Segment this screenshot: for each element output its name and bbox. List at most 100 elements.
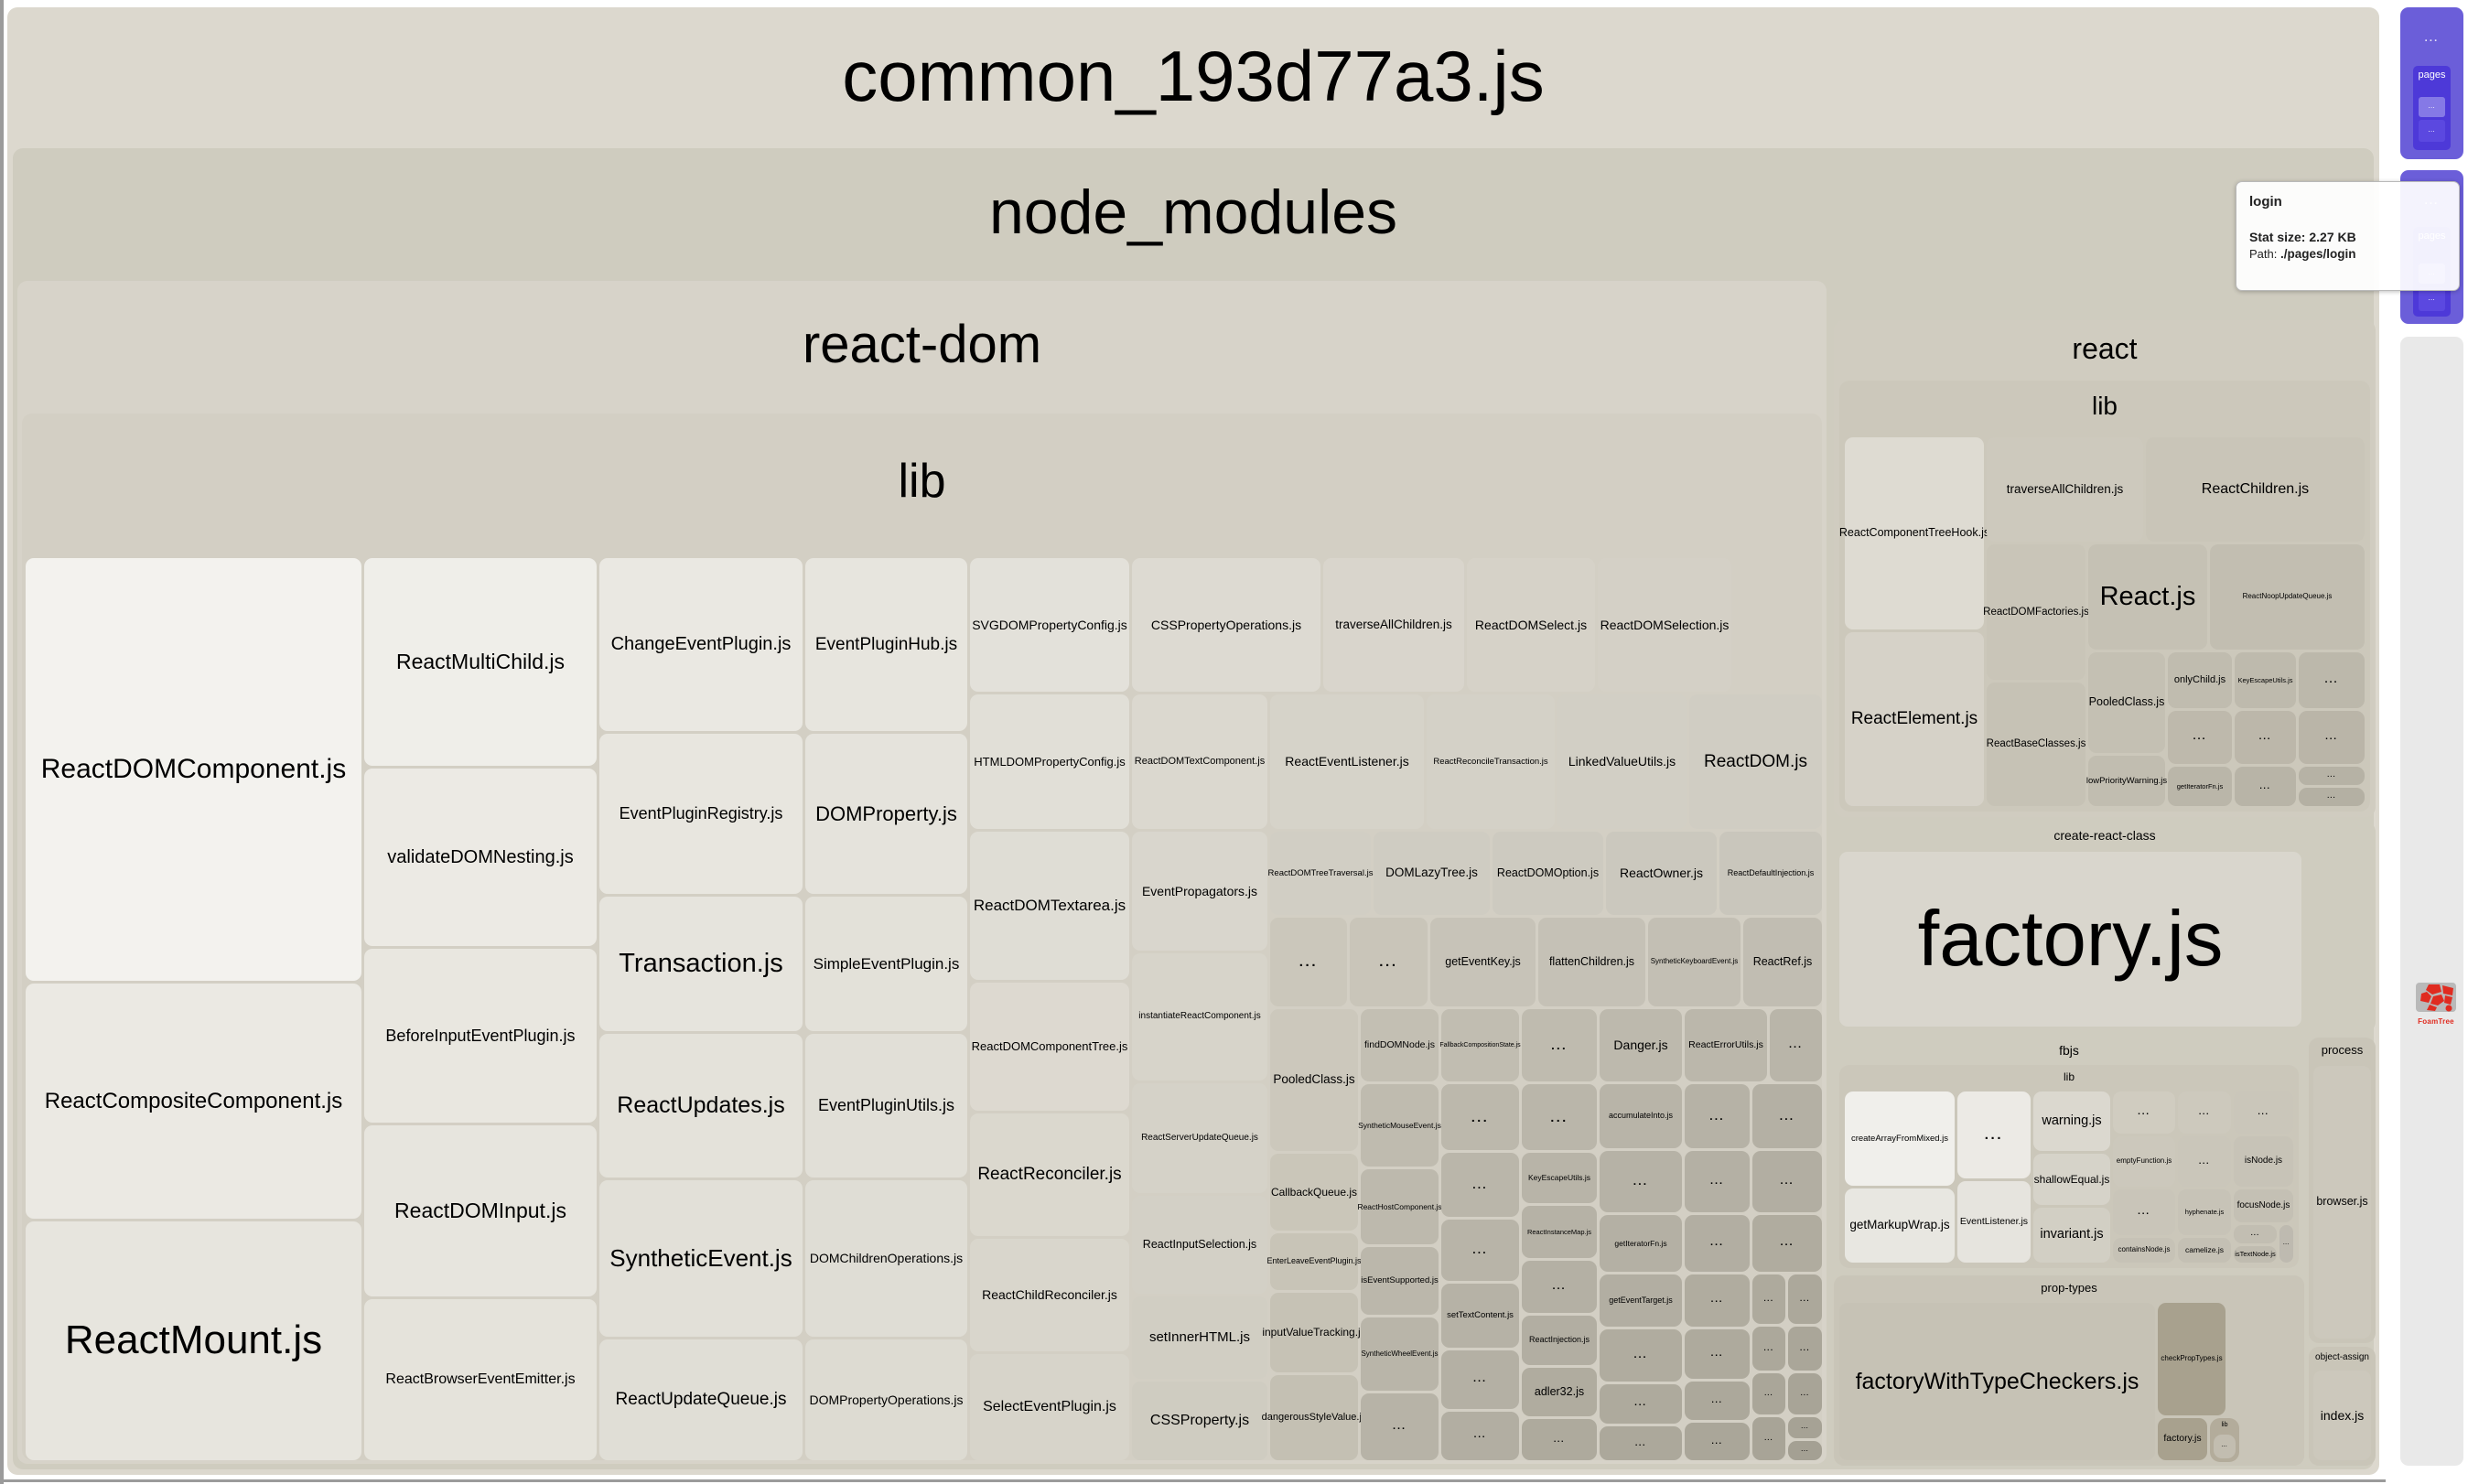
pages-subtile[interactable]: ... (2419, 97, 2445, 117)
tile-collapsed-modules[interactable]: ... (1522, 1419, 1597, 1460)
tile-lowprioritywarning-js[interactable]: lowPriorityWarning.js (2086, 756, 2167, 806)
tile-reactupdates-js[interactable]: ReactUpdates.js (599, 1034, 803, 1178)
tile-index-js[interactable]: index.js (2313, 1371, 2371, 1460)
tile-collapsed-modules[interactable]: ... (1441, 1412, 1519, 1460)
tile-collapsed-modules[interactable]: ... (2299, 652, 2365, 708)
tile-collapsed-modules[interactable]: ... (1685, 1084, 1750, 1148)
tile-reactupdatequeue-js[interactable]: ReactUpdateQueue.js (599, 1339, 803, 1460)
tile-warning-js[interactable]: warning.js (2033, 1091, 2110, 1151)
tile-collapsed-modules[interactable]: ... (1752, 1215, 1822, 1272)
tile-syntheticevent-js[interactable]: SyntheticEvent.js (599, 1180, 803, 1337)
tile-fallbackcompositionstate-js[interactable]: FallbackCompositionState.js (1439, 1009, 1521, 1081)
tile-domchildrenoperations-js[interactable]: DOMChildrenOperations.js (805, 1180, 967, 1337)
tile-collapsed-modules[interactable]: ... (1441, 1084, 1519, 1150)
tile-collapsed-modules[interactable]: ... (1788, 1441, 1822, 1460)
tile-reactdominput-js[interactable]: ReactDOMInput.js (364, 1125, 597, 1296)
tile-reactdomfactories-js[interactable]: ReactDOMFactories.js (1983, 544, 2089, 680)
tile-getiteratorfn-js[interactable]: getIteratorFn.js (1600, 1215, 1682, 1272)
tile-danger-js[interactable]: Danger.js (1600, 1009, 1682, 1081)
tile-collapsed-modules[interactable]: ... (1361, 1393, 1439, 1460)
tile-eventpluginregistry-js[interactable]: EventPluginRegistry.js (599, 734, 803, 894)
tile-collapsed-modules[interactable]: ... (1600, 1426, 1682, 1460)
tile-collapsed-modules[interactable]: ... (1752, 1373, 1785, 1414)
tile-factory-js[interactable]: factory.js (2158, 1418, 2207, 1460)
tile-reactinstancemap-js[interactable]: ReactInstanceMap.js (1522, 1206, 1597, 1258)
tile-collapsed-modules[interactable]: ... (1685, 1274, 1750, 1327)
sidebar-pages-group[interactable]: pages ... ... (2413, 66, 2451, 150)
tile-eventpropagators-js[interactable]: EventPropagators.js (1132, 832, 1267, 951)
tile-collapsed-modules[interactable]: ... (2178, 1136, 2231, 1187)
tile-collapsed-modules[interactable]: ... (1441, 1350, 1519, 1409)
tile-reactdomtextcomponent-js[interactable]: ReactDOMTextComponent.js (1132, 694, 1267, 829)
tile-focusnode-js[interactable]: focusNode.js (2234, 1189, 2293, 1222)
tile-factory-js[interactable]: factory.js (1839, 852, 2301, 1027)
tile-geteventkey-js[interactable]: getEventKey.js (1430, 918, 1536, 1006)
tile-collapsed-modules[interactable]: ... (1441, 1153, 1519, 1217)
tile-createarrayfrommixed-js[interactable]: createArrayFromMixed.js (1845, 1091, 1955, 1186)
tile-collapsed-modules[interactable]: ... (2234, 1091, 2293, 1134)
tile-syntheticwheelevent-js[interactable]: SyntheticWheelEvent.js (1361, 1317, 1439, 1391)
tile-onlychild-js[interactable]: onlyChild.js (2168, 652, 2232, 708)
tile-validatedomnesting-js[interactable]: validateDOMNesting.js (364, 769, 597, 946)
tile-callbackqueue-js[interactable]: CallbackQueue.js (1270, 1154, 1358, 1231)
tile-synthetickeyboardevent-js[interactable]: SyntheticKeyboardEvent.js (1648, 918, 1741, 1006)
tile-enterleaveeventplugin-js[interactable]: EnterLeaveEventPlugin.js (1266, 1233, 1362, 1290)
tile-collapsed-modules[interactable]: ... (1685, 1151, 1750, 1212)
tile-syntheticmouseevent-js[interactable]: SyntheticMouseEvent.js (1358, 1084, 1441, 1167)
tile-collapsed-modules[interactable]: ... (1957, 1091, 2031, 1178)
tile-reactmultichild-js[interactable]: ReactMultiChild.js (364, 558, 597, 766)
tile-collapsed-modules[interactable]: ... (1788, 1274, 1822, 1324)
tile-reactdomcomponenttree-js[interactable]: ReactDOMComponentTree.js (970, 983, 1129, 1111)
tile-traverseallchildren-js[interactable]: traverseAllChildren.js (1987, 437, 2143, 542)
tile-pooledclass-js[interactable]: PooledClass.js (2088, 652, 2165, 753)
tile-react-js[interactable]: React.js (2088, 544, 2207, 650)
tile-reactchildreconciler-js[interactable]: ReactChildReconciler.js (970, 1239, 1129, 1351)
tile-collapsed-modules[interactable]: ... (2113, 1091, 2175, 1134)
tile-collapsed-modules[interactable]: ... (1788, 1373, 1822, 1414)
tile-reactcomponenttreehook-js[interactable]: ReactComponentTreeHook.js (1839, 437, 1989, 629)
tile-collapsed-modules[interactable]: ... (2235, 767, 2296, 806)
tile-collapsed-modules[interactable]: ... (1522, 1084, 1597, 1150)
tile-settextcontent-js[interactable]: setTextContent.js (1441, 1284, 1519, 1348)
tile-accumulateinto-js[interactable]: accumulateInto.js (1600, 1084, 1682, 1148)
tile-collapsed-modules[interactable]: ... (2299, 711, 2365, 764)
tile-reactdomtextarea-js[interactable]: ReactDOMTextarea.js (970, 832, 1129, 980)
tile-reactinputselection-js[interactable]: ReactInputSelection.js (1132, 1196, 1267, 1294)
tile-getmarkupwrap-js[interactable]: getMarkupWrap.js (1845, 1188, 1955, 1263)
tile-collapsed-modules[interactable]: ... (2178, 1091, 2231, 1134)
tile-csspropertyoperations-js[interactable]: CSSPropertyOperations.js (1132, 558, 1320, 692)
tile-collapsed-modules[interactable]: ... (2235, 711, 2296, 764)
tile-selecteventplugin-js[interactable]: SelectEventPlugin.js (970, 1354, 1129, 1460)
tile-collapsed-modules[interactable]: ... (1685, 1329, 1750, 1379)
tile-reactinjection-js[interactable]: ReactInjection.js (1522, 1316, 1597, 1365)
pages-subtile[interactable]: ... (2419, 287, 2445, 311)
tile-iseventsupported-js[interactable]: isEventSupported.js (1361, 1247, 1439, 1315)
tile-keyescapeutils-js[interactable]: KeyEscapeUtils.js (2235, 652, 2296, 708)
tile-reactdomcomponent-js[interactable]: ReactDOMComponent.js (26, 558, 361, 981)
tile-browser-js[interactable]: browser.js (2313, 1066, 2371, 1339)
tile-collapsed-modules[interactable]: ... (1752, 1417, 1785, 1460)
tile-simpleeventplugin-js[interactable]: SimpleEventPlugin.js (805, 897, 967, 1031)
tile-setinnerhtml-js[interactable]: setInnerHTML.js (1132, 1296, 1267, 1379)
sidebar-chunk-inactive[interactable] (2400, 337, 2463, 1466)
tile-reactreconciler-js[interactable]: ReactReconciler.js (970, 1113, 1129, 1236)
tile-collapsed-modules[interactable]: ... (1685, 1215, 1750, 1272)
tile-collapsed-modules[interactable]: ... (1522, 1261, 1597, 1313)
tile-factorywithtypecheckers-js[interactable]: factoryWithTypeCheckers.js (1839, 1303, 2155, 1460)
tile-eventpluginutils-js[interactable]: EventPluginUtils.js (805, 1034, 967, 1178)
tile-collapsed-modules[interactable]: ... (1350, 918, 1428, 1006)
tile-camelize-js[interactable]: camelize.js (2178, 1238, 2231, 1263)
tile-reactref-js[interactable]: ReactRef.js (1743, 918, 1822, 1006)
tile-reactdomtreetraversal-js[interactable]: ReactDOMTreeTraversal.js (1268, 832, 1373, 915)
tile-svgdompropertyconfig-js[interactable]: SVGDOMPropertyConfig.js (970, 558, 1129, 692)
tile-collapsed-modules[interactable]: ... (2214, 1435, 2236, 1458)
tile-checkproptypes-js[interactable]: checkPropTypes.js (2158, 1303, 2226, 1415)
tile-pooledclass-js[interactable]: PooledClass.js (1270, 1009, 1358, 1151)
tile-collapsed-modules[interactable]: ... (1752, 1327, 1785, 1371)
tile-reactchildren-js[interactable]: ReactChildren.js (2146, 437, 2365, 542)
tile-eventlistener-js[interactable]: EventListener.js (1957, 1181, 2031, 1263)
tile-collapsed-modules[interactable]: ... (2299, 767, 2365, 785)
tile-htmldompropertyconfig-js[interactable]: HTMLDOMPropertyConfig.js (970, 694, 1129, 829)
tile-emptyfunction-js[interactable]: emptyFunction.js (2113, 1136, 2175, 1187)
tile-reactreconciletransaction-js[interactable]: ReactReconcileTransaction.js (1427, 694, 1555, 829)
